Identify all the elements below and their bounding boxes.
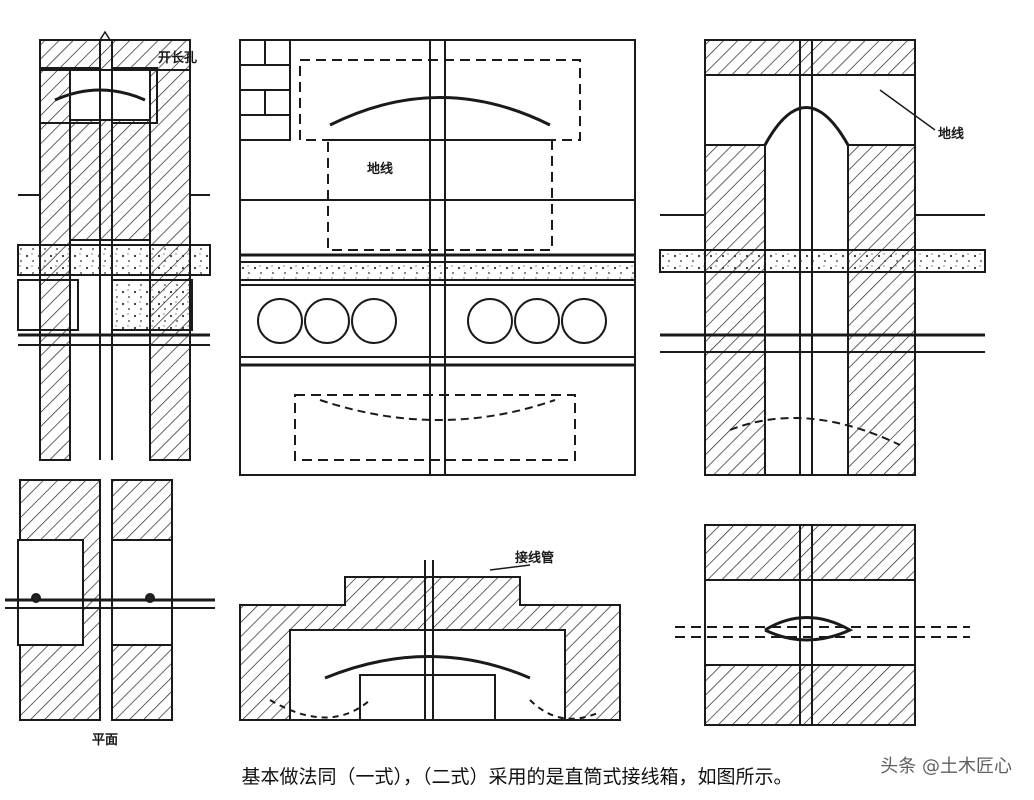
panel-bottom-middle-section bbox=[239, 560, 621, 721]
panel-bottom-left-plan bbox=[5, 479, 215, 721]
panel-top-right-section bbox=[659, 39, 986, 476]
label-ground-wire-top: 地线 bbox=[367, 161, 393, 177]
figure-caption: 基本做法同（一式），（二式）采用的是直筒式接线箱，如图所示。 bbox=[241, 766, 793, 788]
label-ground-wire-right: 地线 bbox=[938, 126, 964, 142]
label-plan: 平面 bbox=[92, 733, 118, 748]
hollow-core-circles bbox=[257, 298, 607, 344]
panel-top-left-section bbox=[17, 30, 211, 461]
watermark: 头条 @土木匠心 bbox=[880, 756, 1012, 777]
label-junction-pipe: 接线管 bbox=[515, 550, 554, 566]
construction-detail-drawing: 开长孔 地线 地线 平面 接线管 bbox=[5, 30, 986, 748]
panel-bottom-right-section bbox=[675, 524, 970, 726]
label-long-hole: 开长孔 bbox=[158, 50, 197, 66]
panel-top-middle-section bbox=[239, 39, 636, 476]
